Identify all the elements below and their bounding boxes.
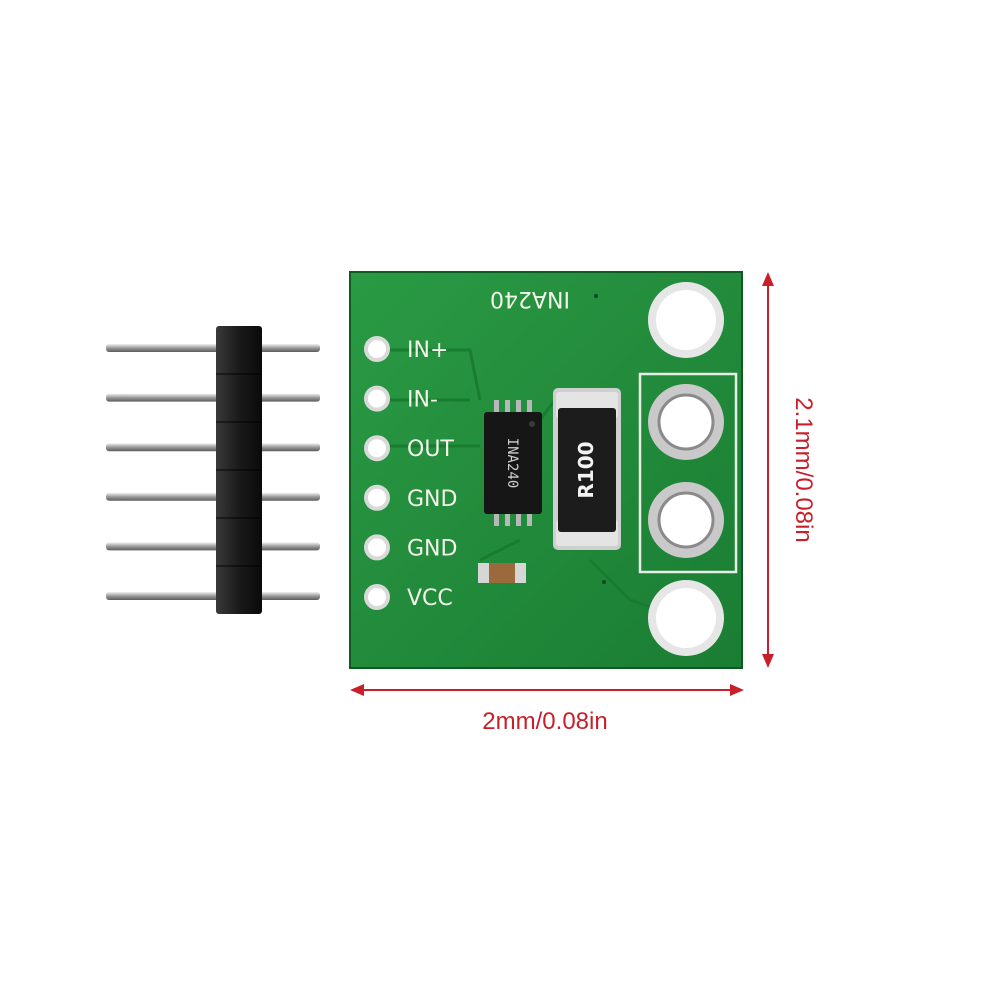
large-pads	[648, 282, 724, 656]
pin-hole	[364, 534, 390, 561]
pin-label: IN+	[407, 338, 448, 363]
header-pin	[106, 393, 320, 402]
ina240-chip: INA240	[484, 400, 542, 526]
header-pin	[106, 492, 320, 501]
smd-capacitor	[478, 563, 526, 583]
pin-label: GND	[407, 536, 457, 561]
height-label: 2.1mm/0.08in	[790, 397, 817, 542]
terminal-outline	[638, 372, 738, 574]
pin-hole	[364, 385, 390, 412]
resistor-marking: R100	[574, 441, 598, 498]
height-dimension: 2.1mm/0.08in	[762, 272, 817, 668]
pin-header	[106, 326, 320, 614]
chip-marking: INA240	[504, 438, 520, 489]
shunt-resistor: R100	[553, 388, 621, 550]
pin-hole-column: IN+ IN- OUT GND GND VCC	[364, 336, 457, 611]
pin-hole	[364, 484, 390, 511]
pin-label: IN-	[407, 388, 438, 413]
pin-hole	[364, 435, 390, 462]
width-label: 2mm/0.08in	[482, 708, 607, 735]
pin-label: GND	[407, 487, 457, 512]
width-dimension: 2mm/0.08in	[350, 684, 744, 735]
header-pin	[106, 592, 320, 600]
chip-body	[484, 412, 542, 514]
pin-hole	[364, 584, 390, 610]
header-pin	[106, 542, 320, 551]
pin-hole	[364, 336, 390, 362]
pin-label: VCC	[407, 586, 453, 611]
header-pin	[106, 443, 320, 452]
header-pin	[106, 344, 320, 352]
pin-label: OUT	[407, 437, 454, 462]
resistor-body	[558, 408, 616, 532]
board-title: INA240	[490, 286, 570, 311]
pcb-board: INA240 IN+ IN- OUT GND GND VCC INA240	[349, 271, 743, 669]
